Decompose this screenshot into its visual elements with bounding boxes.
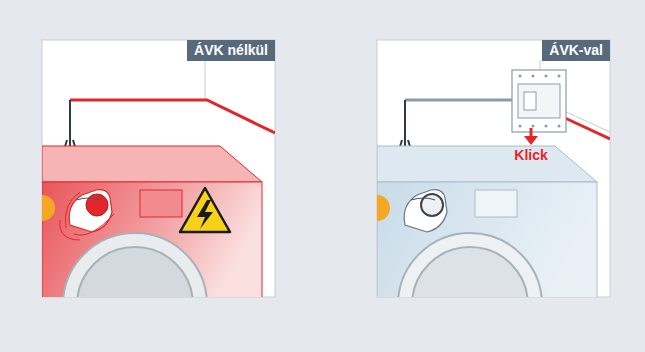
wall-line: [205, 60, 275, 132]
cable-end: [399, 100, 411, 152]
cable-end: [64, 100, 76, 152]
panel-without: [29, 40, 275, 352]
door: [398, 233, 542, 297]
display: [140, 190, 182, 217]
button: [421, 194, 443, 216]
wire-off: [405, 99, 512, 102]
panel-with: [364, 40, 610, 352]
red-wire: [565, 118, 610, 139]
panel-tab: ÁVK-val: [542, 40, 610, 61]
dial: [42, 195, 55, 221]
machine-top: [377, 146, 597, 182]
click-label: Klick: [514, 147, 547, 163]
panel-title: ÁVK nélkül: [194, 42, 268, 58]
button-pressed: [86, 194, 108, 216]
display: [475, 190, 517, 217]
panel-tab: ÁVK nélkül: [187, 40, 275, 61]
shock-lines: [60, 192, 114, 240]
red-wire: [70, 100, 275, 133]
warning-sign: [180, 188, 230, 232]
door: [63, 233, 207, 297]
hand: [404, 190, 447, 232]
machine-top: [42, 146, 262, 182]
rcd-device: [512, 70, 566, 132]
trip-arrow: [524, 128, 538, 145]
dial: [377, 195, 390, 221]
panel-title: ÁVK-val: [549, 42, 603, 58]
